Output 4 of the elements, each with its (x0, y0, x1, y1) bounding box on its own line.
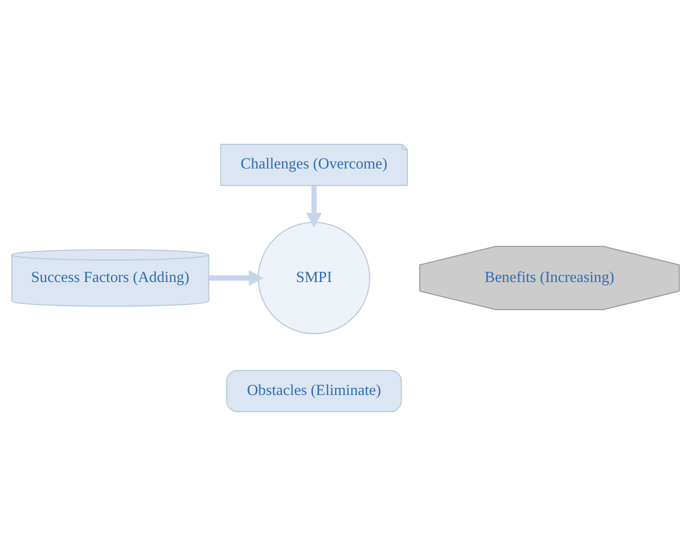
arrow (208, 270, 264, 286)
node-box: Obstacles (Eliminate) (226, 370, 402, 412)
node-circle: SMPI (258, 222, 370, 334)
arrow (306, 186, 322, 228)
